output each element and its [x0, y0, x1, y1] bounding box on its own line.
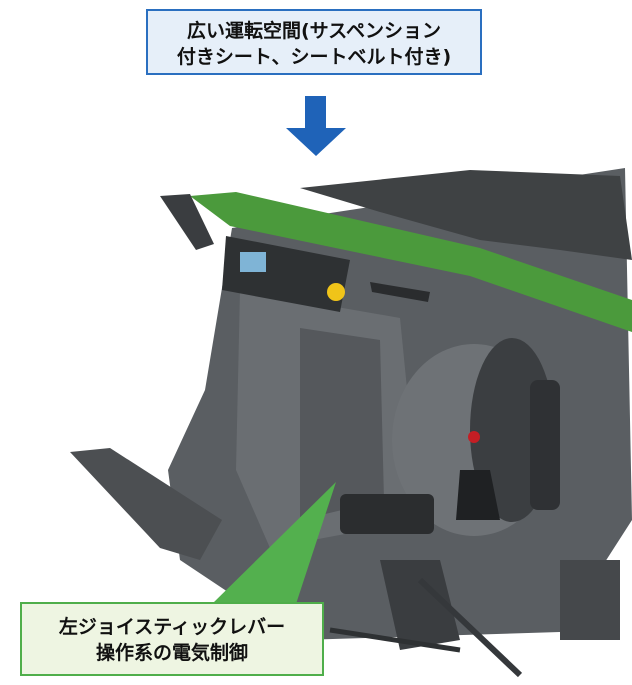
top-callout-line-1: 広い運転空間(サスペンション	[187, 20, 441, 42]
bottom-callout-box: 左ジョイスティックレバー 操作系の電気制御	[20, 602, 324, 676]
top-callout-line-2: 付きシート、シートベルト付き)	[176, 46, 452, 68]
cabin-body	[70, 168, 632, 678]
display-screen	[240, 252, 266, 272]
down-arrow-icon	[286, 96, 346, 156]
red-knob	[468, 431, 480, 443]
green-frame	[190, 192, 632, 332]
bottom-callout-line-2: 操作系の電気制御	[95, 642, 248, 664]
pointer-triangle	[212, 482, 336, 604]
yellow-switch	[327, 283, 345, 301]
bottom-callout-line-1: 左ジョイスティックレバー	[58, 616, 286, 638]
left-joystick	[340, 494, 434, 534]
top-callout-box: 広い運転空間(サスペンション 付きシート、シートベルト付き)	[146, 9, 482, 75]
